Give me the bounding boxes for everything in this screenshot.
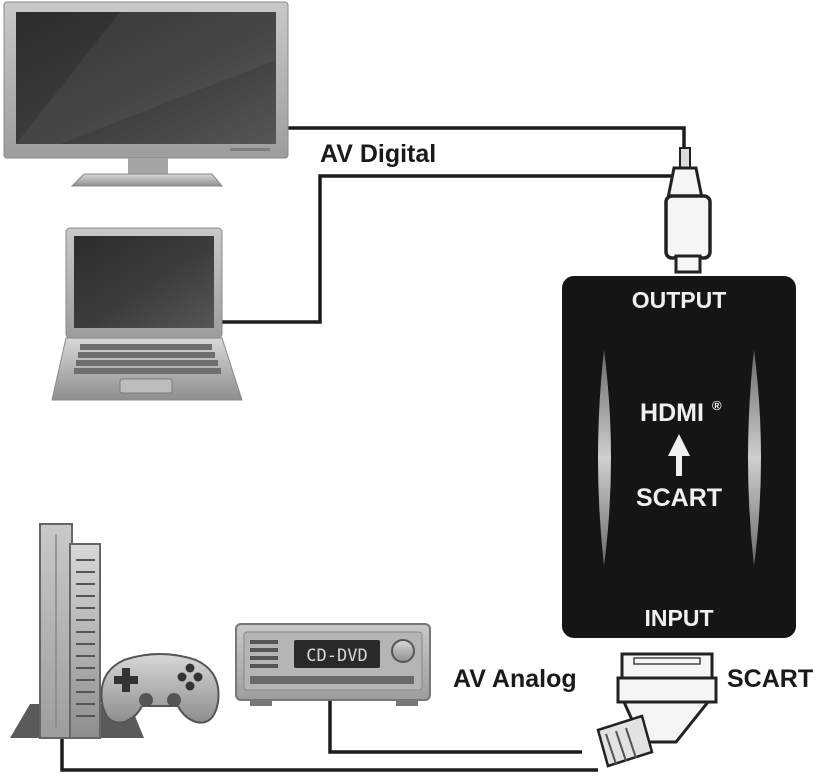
hdmi-plug-icon	[664, 147, 712, 274]
scart-label: SCART	[727, 665, 813, 693]
registered-mark: ®	[712, 398, 722, 413]
converter-scart-label: SCART	[636, 484, 722, 512]
console-vents	[76, 559, 95, 717]
converter-output-label: OUTPUT	[632, 287, 727, 313]
converter-input-label: INPUT	[645, 605, 714, 631]
converter-hdmi-label: HDMI	[640, 399, 704, 427]
laptop-keyboard	[74, 344, 221, 374]
dvd-display-text: CD-DVD	[306, 646, 367, 666]
game-console-icon	[10, 523, 144, 739]
laptop-icon	[51, 227, 243, 401]
dvd-player-icon: CD-DVD	[235, 623, 431, 706]
av-digital-label: AV Digital	[320, 140, 436, 168]
monitor-icon	[3, 1, 289, 187]
cable-dvd-to-scart	[328, 700, 582, 754]
cable-console-to-scart	[60, 736, 598, 772]
av-analog-label: AV Analog	[453, 665, 577, 693]
scart-plug-grip	[596, 714, 654, 768]
converter-box: OUTPUT HDMI ® SCART INPUT	[562, 276, 796, 638]
arrow-up-icon	[668, 434, 690, 476]
gamepad-icon	[100, 653, 220, 724]
scart-plug-icon	[596, 652, 718, 768]
cable-monitor-to-hdmi	[288, 126, 686, 150]
